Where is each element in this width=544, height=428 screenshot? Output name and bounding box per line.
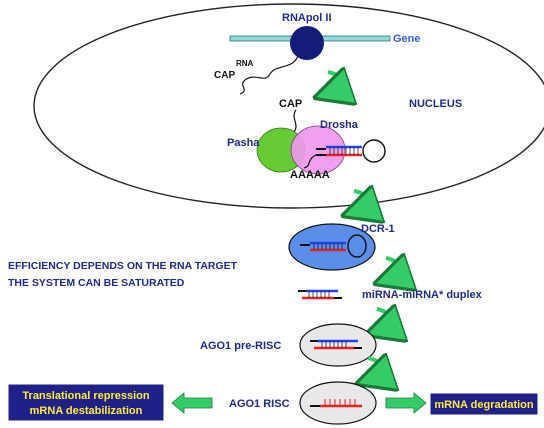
gene-label: Gene — [393, 33, 421, 45]
nucleus-label: NUCLEUS — [409, 98, 462, 110]
efficiency-note: EFFICIENCY DEPENDS ON THE RNA TARGET — [8, 260, 238, 272]
cap-label-top: CAP — [214, 70, 235, 81]
dcr1-loop — [347, 234, 367, 258]
saturation-note: THE SYSTEM CAN BE SATURATED — [8, 277, 185, 289]
pri-mirna-5prime — [293, 109, 297, 133]
cap-label-mid: CAP — [279, 98, 302, 110]
rnapol-ii-shape — [290, 26, 324, 60]
translational-repression-box — [7, 383, 165, 422]
prerisc-basepairs — [321, 341, 347, 348]
step-arrow-4 — [377, 309, 391, 329]
nucleus-membrane — [33, 3, 544, 209]
rna-label: RNA — [236, 59, 254, 68]
right-outcome-arrow — [385, 392, 427, 414]
mrna-degradation-box — [429, 392, 539, 416]
duplex-label: miRNA-miRNA* duplex — [362, 289, 483, 301]
step-arrow-3 — [386, 258, 400, 278]
translational-repression-line2: mRNA destabilization — [30, 405, 143, 417]
step-arrow-2 — [354, 191, 368, 210]
step-arrow-5 — [368, 358, 382, 378]
duplex-basepairs — [308, 291, 330, 298]
pasha-label: Pasha — [227, 137, 260, 149]
step-arrow-1 — [328, 72, 341, 92]
left-outcome-arrow — [171, 392, 213, 414]
hairpin-loop — [362, 139, 386, 163]
pre-risc-label: AGO1 pre-RISC — [200, 340, 281, 352]
polya-label: AAAAA — [290, 169, 330, 181]
risc-label: AGO1 RISC — [229, 398, 290, 410]
mrna-degradation-label: mRNA degradation — [434, 399, 533, 411]
risc-ticks — [324, 399, 356, 406]
dcr1-label: DCR-1 — [361, 223, 395, 235]
nascent-rna — [239, 55, 299, 95]
pri-mirna-3prime — [303, 154, 317, 169]
dcr1-basepairs — [313, 243, 343, 250]
translational-repression-line1: Translational repression — [22, 390, 149, 402]
rnapol-ii-label: RNApol II — [282, 12, 332, 24]
drosha-label: Drosha — [320, 119, 359, 131]
hairpin-basepairs — [329, 147, 359, 155]
risc-ellipse — [299, 381, 377, 425]
